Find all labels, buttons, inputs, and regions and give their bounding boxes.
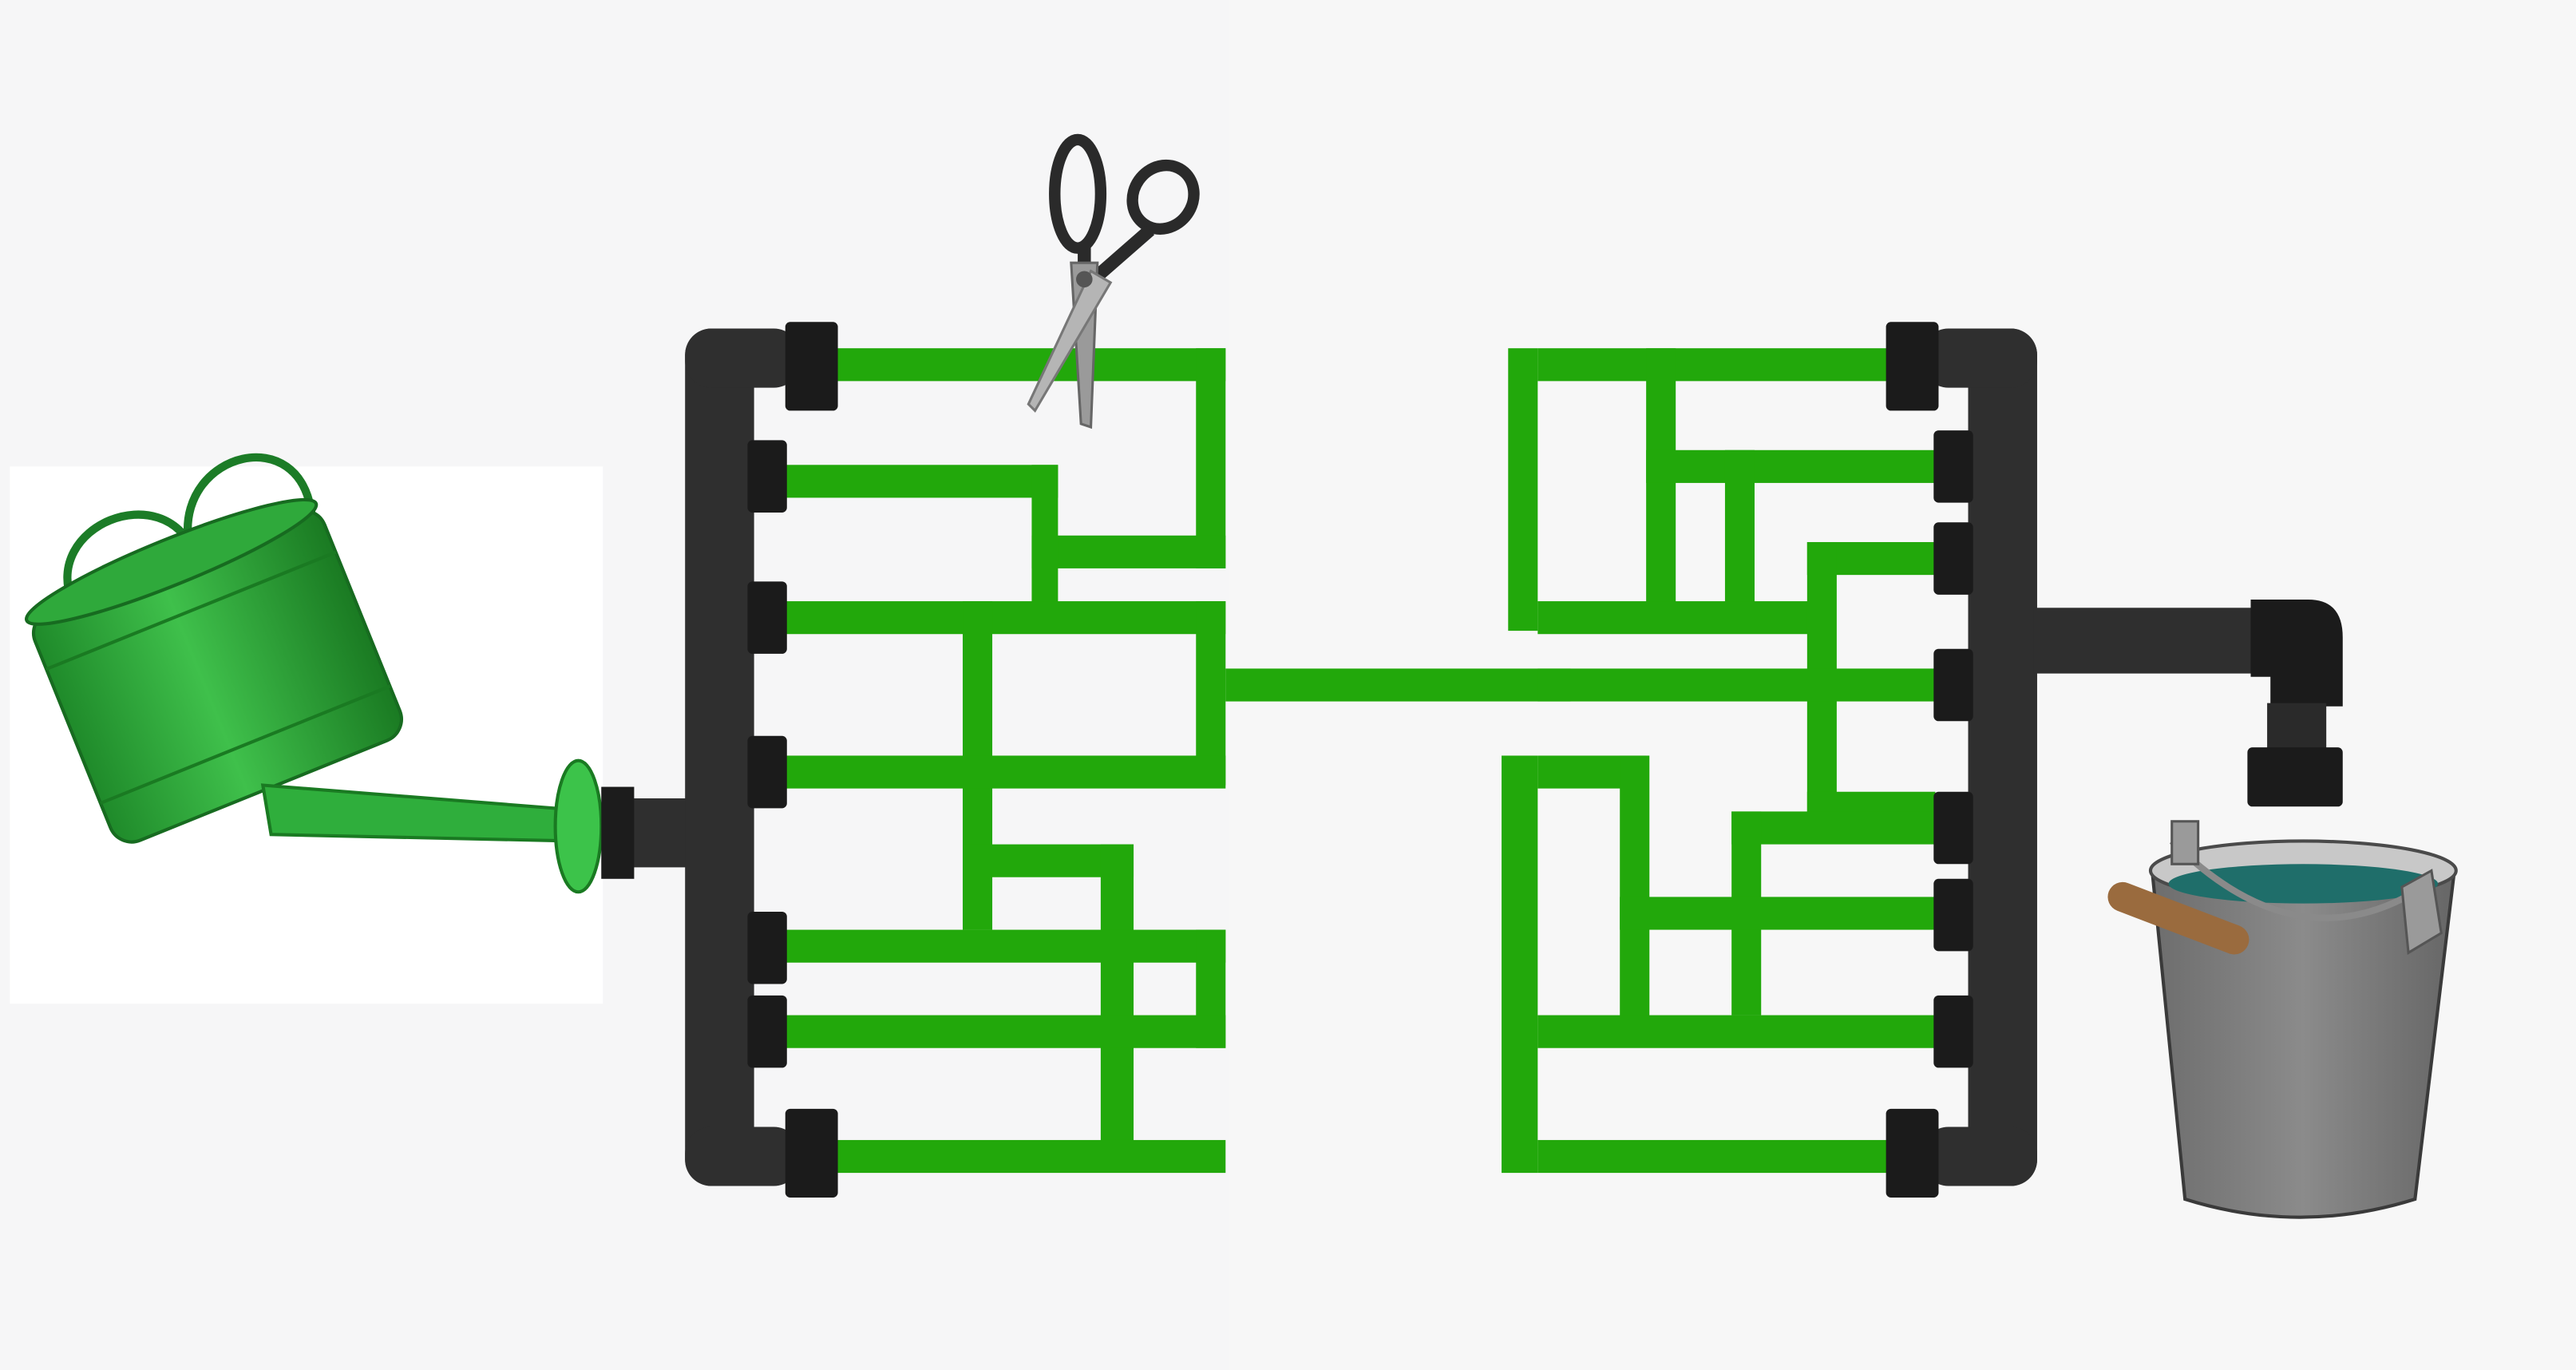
left-connectors [747, 322, 838, 1198]
right-pipe-network[interactable] [1502, 348, 1936, 1174]
right-pipe-segment [1731, 811, 1936, 845]
right-pipe-segment [1620, 755, 1650, 1032]
left-manifold [601, 328, 801, 1186]
left-pipe-segment [1031, 465, 1058, 613]
water-bucket-icon[interactable] [2107, 820, 2458, 1219]
pipe-connector [747, 735, 787, 809]
left-pipe-segment [834, 348, 1226, 382]
outlet-nozzle [2247, 747, 2343, 807]
pipe-connector [785, 1108, 838, 1198]
pipe-connector [1933, 648, 1973, 722]
right-manifold [1921, 328, 2343, 1186]
pipe-connector [747, 581, 787, 654]
left-pipe-segment [785, 1015, 1226, 1048]
left-pipe-segment [1196, 348, 1226, 568]
right-pipe-segment [1537, 668, 1936, 702]
left-pipe-network[interactable] [785, 348, 1571, 1174]
left-pipe-segment [1196, 601, 1226, 786]
pipe-connector [1933, 791, 1973, 865]
pipe-connector [1933, 995, 1973, 1068]
right-pipe-segment [1724, 449, 1755, 632]
left-pipe-segment [1100, 844, 1134, 1157]
scissors-icon[interactable] [1027, 133, 1206, 430]
right-pipe-segment [1646, 348, 1676, 632]
outlet-elbow [2250, 600, 2343, 707]
pipe-connector [785, 322, 838, 411]
left-pipe-segment [834, 1139, 1226, 1174]
left-pipe-segment [785, 929, 1226, 963]
right-pipe-segment [1537, 348, 1889, 382]
left-pipe-segment [785, 465, 1058, 498]
pipe-connector [1933, 522, 1973, 595]
right-pipe-segment [1646, 449, 1936, 483]
right-pipe-segment [1537, 1139, 1889, 1174]
pipe-connector [747, 440, 787, 513]
right-pipe-segment [1502, 755, 1538, 1174]
pipe-connector [1933, 878, 1973, 952]
pipe-connector [1886, 1108, 1939, 1198]
right-connectors [1886, 322, 1973, 1198]
right-pipe-segment [1508, 348, 1538, 632]
left-pipe-segment [785, 755, 1226, 789]
middle-bridge-pipe [1225, 668, 1571, 702]
watering-can-icon[interactable] [1, 439, 603, 1004]
pipe-connector [747, 911, 787, 984]
pipe-connector [1886, 322, 1939, 411]
left-pipe-segment [785, 601, 1226, 635]
pipe-connector [747, 995, 787, 1068]
right-pipe-segment [1537, 601, 1821, 635]
left-pipe-segment [1031, 535, 1226, 568]
right-pipe-segment [1537, 1015, 1936, 1048]
pipe-connector [1933, 430, 1973, 503]
right-pipe-segment [1620, 897, 1936, 930]
